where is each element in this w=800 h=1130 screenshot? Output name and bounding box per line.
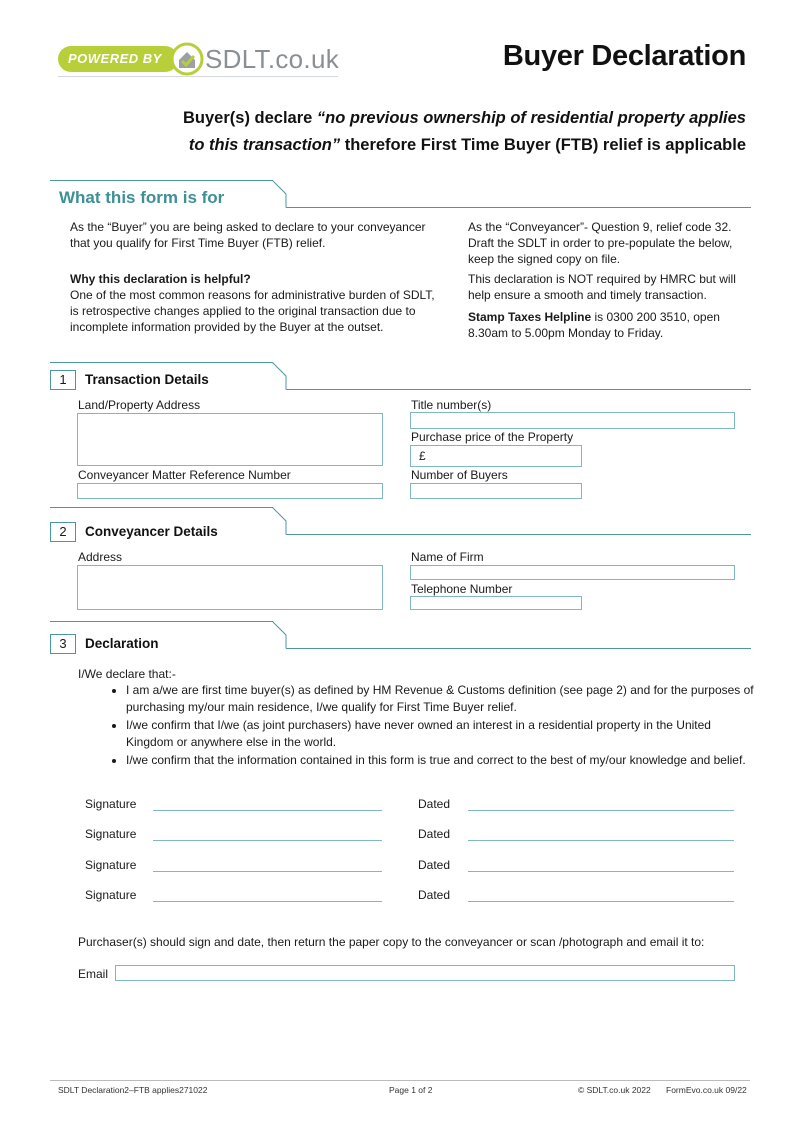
section1-number: 1: [50, 370, 76, 390]
section3-title: Declaration: [85, 636, 159, 651]
brand-name: SDLT.co.uk: [205, 44, 340, 74]
subtitle-quote-2: to this transaction”: [188, 136, 341, 154]
section3-number: 3: [50, 634, 76, 654]
intro-left-paragraph-1: As the “Buyer” you are being asked to de…: [70, 220, 426, 250]
logo-divider: [58, 76, 338, 77]
dated-label: Dated: [418, 797, 451, 811]
return-instructions: Purchaser(s) should sign and date, then …: [78, 935, 705, 949]
section2-tab-slant: [272, 507, 287, 535]
helpline-label: Stamp Taxes Helpline: [468, 310, 592, 324]
section2-tab-top: [50, 507, 273, 508]
property-address-field[interactable]: [77, 413, 383, 466]
intro-left-paragraph-2: One of the most common reasons for admin…: [70, 288, 435, 334]
signature-label: Signature: [85, 858, 137, 872]
purchase-price-label: Purchase price of the Property: [411, 430, 574, 444]
email-field[interactable]: [115, 965, 735, 981]
powered-by-badge: POWERED BY: [58, 46, 178, 72]
section3-tab-bottom: [286, 648, 751, 649]
section2-tab-bottom: [286, 534, 751, 535]
title-number-label: Title number(s): [411, 398, 492, 412]
section1-tab-slant: [272, 362, 287, 390]
footer-page-number: Page 1 of 2: [389, 1085, 433, 1095]
intro-right-paragraph-1: As the “Conveyancer”- Question 9, relief…: [468, 220, 733, 266]
signature-label: Signature: [85, 888, 137, 902]
telephone-label: Telephone Number: [411, 582, 513, 596]
number-of-buyers-field[interactable]: [410, 483, 582, 499]
conveyancer-address-label: Address: [78, 550, 123, 564]
telephone-field[interactable]: [410, 596, 582, 610]
section2-number: 2: [50, 522, 76, 542]
dated-line[interactable]: [468, 901, 734, 902]
subtitle-quote-1: “no previous ownership of residential pr…: [316, 109, 746, 127]
signature-label: Signature: [85, 827, 137, 841]
section3-tab-top: [50, 621, 273, 622]
footer-copyright: © SDLT.co.uk 2022: [578, 1085, 651, 1095]
declaration-item: I/we confirm that the information contai…: [126, 752, 756, 769]
matter-reference-field[interactable]: [77, 483, 383, 499]
title-number-field[interactable]: [410, 412, 735, 429]
section1-tab-top: [50, 362, 273, 363]
currency-symbol: £: [419, 449, 426, 463]
conveyancer-address-field[interactable]: [77, 565, 383, 610]
footer-form-id: SDLT Declaration2–FTB applies271022: [58, 1085, 208, 1095]
section3-tab-slant: [272, 621, 287, 649]
section1-title: Transaction Details: [85, 372, 209, 387]
firm-name-label: Name of Firm: [411, 550, 484, 564]
declaration-list: I am a/we are first time buyer(s) as def…: [102, 682, 756, 771]
dated-line[interactable]: [468, 810, 734, 811]
intro-right-paragraph-3: Stamp Taxes Helpline is 0300 200 3510, o…: [468, 309, 750, 341]
house-check-icon: [170, 42, 204, 76]
dated-line[interactable]: [468, 871, 734, 872]
dated-label: Dated: [418, 858, 451, 872]
matter-reference-label: Conveyancer Matter Reference Number: [78, 468, 291, 482]
intro-tab-slant: [272, 180, 287, 208]
footer-divider: [50, 1080, 750, 1081]
section2-title: Conveyancer Details: [85, 524, 218, 539]
dated-line[interactable]: [468, 840, 734, 841]
property-address-label: Land/Property Address: [78, 398, 201, 412]
firm-name-field[interactable]: [410, 565, 735, 580]
intro-left-heading: Why this declaration is helpful?: [70, 272, 251, 286]
dated-label: Dated: [418, 888, 451, 902]
subtitle-suffix: therefore First Time Buyer (FTB) relief …: [340, 136, 746, 154]
purchase-price-field[interactable]: £: [410, 445, 582, 467]
brand-logo: POWERED BY SDLT.co.uk: [58, 42, 340, 78]
intro-heading: What this form is for: [59, 188, 225, 207]
helpline-text: is 0300 200 3510, open 8.30am to 5.00pm …: [468, 310, 720, 340]
subtitle-prefix: Buyer(s) declare: [183, 109, 317, 127]
intro-tab-top: [50, 180, 273, 181]
signature-line[interactable]: [153, 901, 382, 902]
dated-label: Dated: [418, 827, 451, 841]
declaration-intro: I/We declare that:-: [78, 667, 176, 681]
intro-tab-bottom: [286, 207, 751, 208]
declaration-item: I am a/we are first time buyer(s) as def…: [126, 682, 756, 715]
intro-right-paragraph-2: This declaration is NOT required by HMRC…: [468, 272, 736, 302]
signature-line[interactable]: [153, 810, 382, 811]
section1-tab-bottom: [286, 389, 751, 390]
number-of-buyers-label: Number of Buyers: [411, 468, 508, 482]
email-label: Email: [78, 967, 109, 981]
page-subtitle: Buyer(s) declare “no previous ownership …: [126, 105, 746, 159]
declaration-item: I/we confirm that I/we (as joint purchas…: [126, 717, 756, 750]
signature-line[interactable]: [153, 840, 382, 841]
page-title: Buyer Declaration: [502, 40, 746, 72]
footer-version: FormEvo.co.uk 09/22: [666, 1085, 747, 1095]
signature-line[interactable]: [153, 871, 382, 872]
signature-label: Signature: [85, 797, 137, 811]
